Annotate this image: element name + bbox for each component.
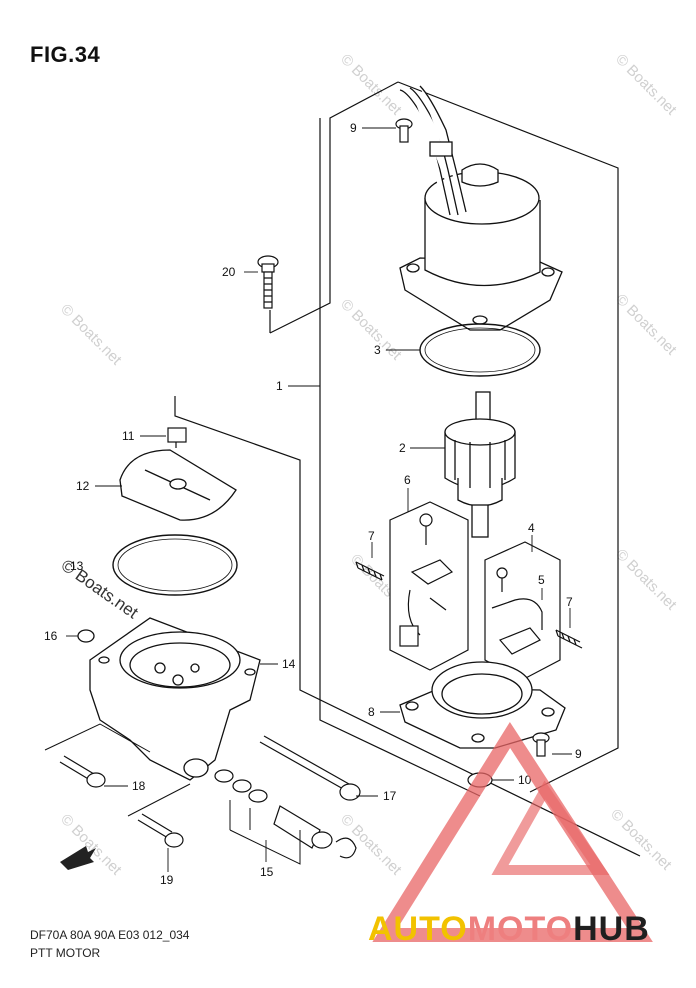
- plate-12: [119, 449, 237, 521]
- callout-18: 18: [132, 779, 146, 793]
- bolt-20: [257, 255, 279, 309]
- brush-assembly-6: [389, 501, 469, 671]
- o-ring-3: [419, 323, 541, 377]
- callout-11: 11: [122, 429, 135, 443]
- callout-15: 15: [260, 865, 274, 879]
- brand-moto: MOTO: [468, 910, 573, 948]
- screw-9-top: [395, 118, 413, 143]
- bolt-17: [259, 735, 361, 801]
- fwd-arrow-icon: [60, 846, 96, 870]
- brand-auto: AUTO: [368, 910, 468, 948]
- watermark-text: © Boats.net: [612, 546, 680, 614]
- svg-text:AUTOMOTOHUB: AUTOMOTOHUB: [368, 910, 650, 948]
- callout-5: 5: [538, 573, 545, 587]
- callout-labels: 1 2 3 4 5 6 7 7 8 9 9 10 11 12 13 14 15 …: [44, 121, 582, 887]
- callout-6: 6: [404, 473, 411, 487]
- callout-9-top: 9: [350, 121, 357, 135]
- callout-1: 1: [276, 379, 283, 393]
- motor-housing: [399, 85, 563, 331]
- figure-title: FIG.34: [30, 42, 101, 67]
- watermark-text: © Boats.net: [612, 51, 680, 119]
- valve-15: [214, 769, 357, 859]
- callout-9-bottom: 9: [575, 747, 582, 761]
- spring-7-left: [355, 561, 385, 581]
- callout-10: 10: [518, 773, 532, 787]
- part-name: PTT MOTOR: [30, 946, 101, 960]
- callout-12: 12: [76, 479, 90, 493]
- pin-11: [167, 427, 187, 448]
- brush-assembly-4: [484, 541, 561, 681]
- armature: [444, 391, 516, 538]
- callout-4: 4: [528, 521, 535, 535]
- callout-7-left: 7: [368, 529, 375, 543]
- watermark-text: © Boats.net: [57, 301, 125, 369]
- automotohub-logo: AUTOMOTOHUB: [368, 721, 653, 948]
- callout-19: 19: [160, 873, 174, 887]
- bolt-19: [137, 813, 184, 848]
- model-code: DF70A 80A 90A E03 012_034: [30, 928, 190, 942]
- bolt-18: [59, 755, 106, 788]
- watermark-text: © Boats.net: [607, 806, 675, 874]
- watermark-text: © Boats.net: [612, 291, 680, 359]
- spring-7-right: [555, 629, 583, 649]
- assembly-outline: [174, 81, 641, 857]
- callout-7-right: 7: [566, 595, 573, 609]
- callout-13: 13: [70, 559, 84, 573]
- callout-2: 2: [399, 441, 406, 455]
- o-ring-16: [77, 629, 95, 643]
- o-ring-13: [112, 534, 238, 596]
- end-cap-8: [399, 661, 566, 749]
- callout-8: 8: [368, 705, 375, 719]
- brand-hub: HUB: [573, 910, 650, 948]
- callout-17: 17: [383, 789, 397, 803]
- callout-20: 20: [222, 265, 236, 279]
- callout-14: 14: [282, 657, 296, 671]
- screw-9-bottom: [532, 732, 550, 757]
- callout-3: 3: [374, 343, 381, 357]
- watermark-text: © Boats.net: [337, 296, 405, 364]
- pump-body-14: [89, 617, 261, 781]
- callout-16: 16: [44, 629, 58, 643]
